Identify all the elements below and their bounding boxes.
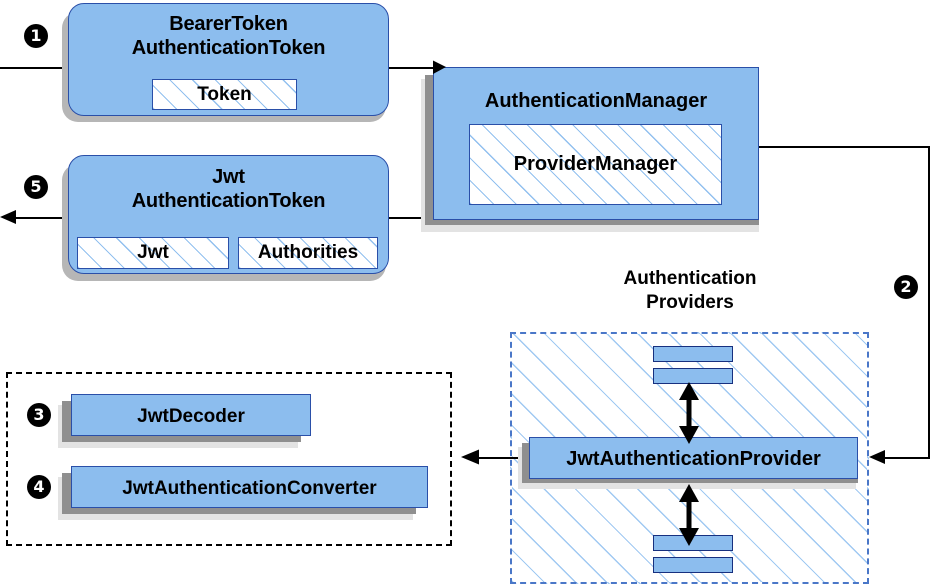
- connector-manager-right: [758, 146, 930, 148]
- step-marker-5: 5: [24, 175, 48, 199]
- token-field: Token: [152, 79, 297, 110]
- authentication-manager-title: AuthenticationManager: [484, 90, 708, 112]
- bearer-token-title-line2: AuthenticationToken: [131, 37, 326, 59]
- step-marker-2: 2: [894, 275, 918, 299]
- jwt-decoder-box[interactable]: JwtDecoder: [71, 394, 311, 436]
- jwt-authentication-converter-box[interactable]: JwtAuthenticationConverter: [71, 466, 428, 508]
- other-provider-bar: [653, 557, 733, 573]
- other-provider-bar: [653, 368, 733, 384]
- step-marker-2-number: 2: [900, 277, 912, 296]
- token-field-label: Token: [197, 83, 252, 105]
- authorities-field-label: Authorities: [257, 242, 359, 263]
- jwt-support-group: [6, 372, 452, 546]
- step-marker-1: 1: [24, 24, 48, 48]
- authorities-field: Authorities: [238, 237, 378, 269]
- jwt-field-label: Jwt: [137, 242, 169, 263]
- connector-request-in: [0, 67, 70, 69]
- connector-manager-to-jwttoken: [388, 217, 433, 219]
- jwt-token-title: Jwt AuthenticationToken: [69, 165, 388, 213]
- jwt-token-title-line1: Jwt: [212, 166, 245, 188]
- connector-response-out: [8, 217, 70, 219]
- step-marker-1-number: 1: [30, 26, 42, 45]
- step-marker-3-number: 3: [33, 405, 45, 424]
- bearer-token-title: BearerToken AuthenticationToken: [69, 12, 388, 60]
- provider-manager-label: ProviderManager: [513, 153, 678, 175]
- jwt-authentication-converter-label: JwtAuthenticationConverter: [122, 478, 377, 499]
- provider-manager-field: ProviderManager: [469, 124, 722, 205]
- providers-title-line2: Providers: [646, 292, 734, 313]
- jwt-decoder-label: JwtDecoder: [137, 406, 245, 427]
- connector-bearer-to-manager: [388, 67, 433, 69]
- other-provider-bar: [653, 346, 733, 362]
- connector-into-provider: [880, 457, 930, 459]
- jwt-field: Jwt: [77, 237, 229, 269]
- connector-provider-to-support: [478, 457, 530, 459]
- connector-manager-down: [928, 146, 930, 458]
- step-marker-5-number: 5: [30, 177, 42, 196]
- step-marker-4: 4: [27, 475, 51, 499]
- step-marker-3: 3: [27, 403, 51, 427]
- step-marker-4-number: 4: [33, 477, 45, 496]
- jwt-token-title-line2: AuthenticationToken: [131, 190, 326, 212]
- jwt-authentication-provider-label: JwtAuthenticationProvider: [566, 448, 821, 470]
- authentication-providers-title: Authentication Providers: [560, 267, 820, 315]
- jwt-authentication-provider-box[interactable]: JwtAuthenticationProvider: [529, 437, 858, 479]
- bearer-token-title-line1: BearerToken: [169, 13, 288, 35]
- other-provider-bar: [653, 535, 733, 551]
- providers-title-line1: Authentication: [623, 268, 757, 289]
